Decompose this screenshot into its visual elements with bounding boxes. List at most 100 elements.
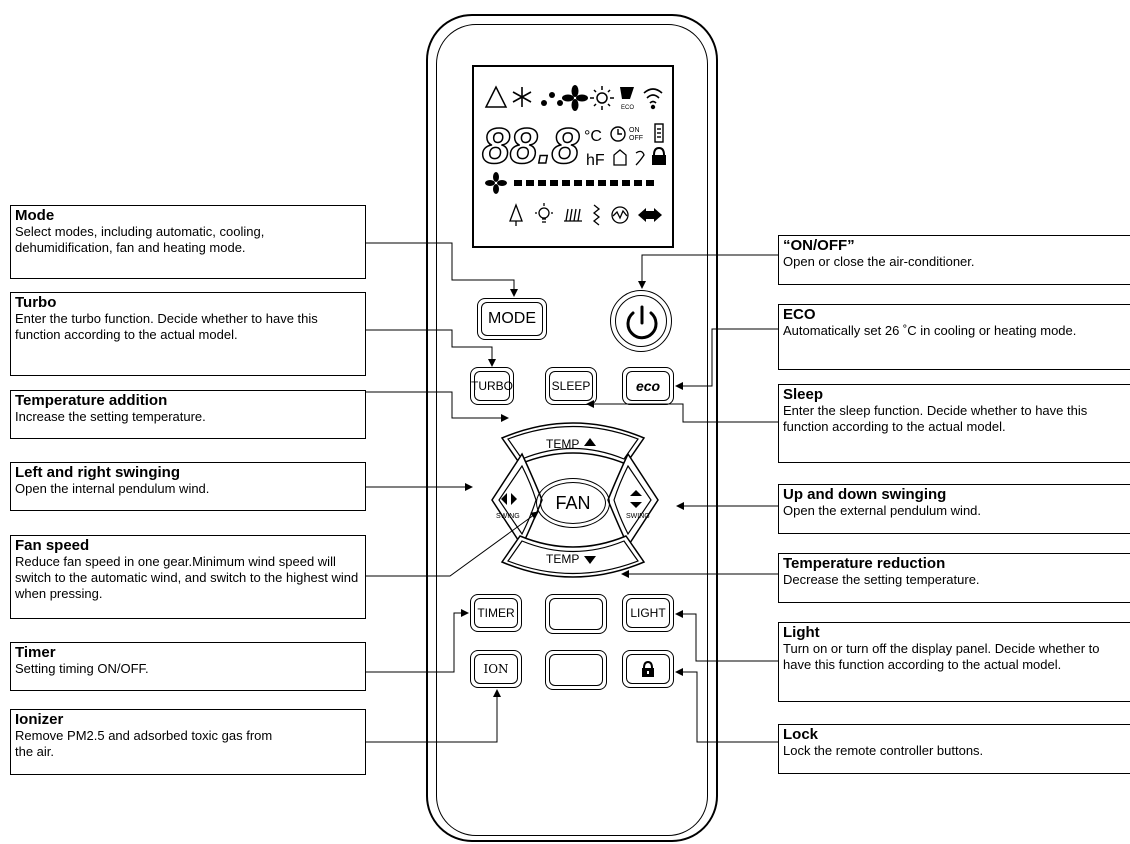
power-icon: [626, 305, 658, 340]
fan-speed-bars: [514, 180, 654, 186]
temp-up-button[interactable]: TEMP: [500, 422, 646, 465]
callout-title: Sleep: [783, 386, 824, 403]
sun-heat-icon: [590, 86, 614, 110]
temp-down-button[interactable]: TEMP: [500, 535, 646, 578]
callout-desc: Increase the setting temperature.: [15, 409, 206, 424]
mode-button-label: MODE: [481, 302, 543, 336]
dry-drops-icon: [541, 92, 563, 106]
battery-icon: [654, 123, 664, 143]
callout-mode: Mode Select modes, including automatic, …: [10, 205, 366, 279]
callout-desc: Open or close the air-conditioner.: [783, 254, 975, 269]
callout-title: ECO: [783, 306, 816, 323]
turbo-button-label: TURBO: [471, 371, 513, 401]
arrow-right-icon: [511, 493, 517, 505]
callout-title: Temperature addition: [15, 392, 168, 409]
lcd-icons: ECO 88.8 °C hF ON OFF: [481, 85, 666, 226]
home-temp-icon: [613, 149, 627, 166]
blank-button-1[interactable]: [545, 594, 607, 634]
lock-button[interactable]: [622, 650, 674, 688]
callout-desc: Decrease the setting temperature.: [783, 572, 980, 587]
ion-wave-icon: [592, 204, 601, 226]
callout-ionizer: Ionizer Remove PM2.5 and adsorbed toxic …: [10, 709, 366, 775]
temp-swing-cluster: TEMP SWING SWING TEMP: [491, 422, 659, 578]
heater-icon: [564, 208, 582, 222]
callout-sleep: Sleep Enter the sleep function. Decide w…: [778, 384, 1130, 463]
light-button[interactable]: LIGHT: [622, 594, 674, 632]
double-arrow-icon: [638, 208, 662, 222]
lcd-digits: 88.8: [482, 118, 580, 174]
tree-person-icon: [509, 203, 523, 226]
blank-button-2[interactable]: [545, 650, 607, 690]
callout-on-off: “ON/OFF” Open or close the air-condition…: [778, 235, 1130, 285]
eco-button[interactable]: eco: [622, 367, 674, 405]
callout-light: Light Turn on or turn off the display pa…: [778, 622, 1130, 702]
callout-desc: Setting timing ON/OFF.: [15, 661, 149, 676]
eco-leaf-icon: ECO: [620, 87, 634, 111]
callout-up-down-swing: Up and down swinging Open the external p…: [778, 484, 1130, 534]
lcd-lock-icon: [652, 146, 666, 165]
callout-title: Timer: [15, 644, 56, 661]
callout-title: Light: [783, 624, 820, 641]
triangle-down-icon: [584, 556, 596, 564]
callout-lock: Lock Lock the remote controller buttons.: [778, 724, 1130, 774]
hand-feel-icon: [635, 150, 645, 166]
callout-title: Up and down swinging: [783, 486, 947, 503]
ion-button[interactable]: ION: [470, 650, 522, 688]
callout-desc: Reduce fan speed in one gear.Minimum win…: [15, 554, 359, 601]
callout-turbo: Turbo Enter the turbo function. Decide w…: [10, 292, 366, 376]
callout-desc: Enter the sleep function. Decide whether…: [783, 403, 1088, 434]
swing-left-label: SWING: [496, 513, 520, 520]
sleep-button[interactable]: SLEEP: [545, 367, 597, 405]
lcd-on-text: ON: [629, 127, 640, 134]
callout-title: Fan speed: [15, 537, 90, 554]
arrow-down-icon: [630, 502, 642, 508]
callout-temperature-addition: Temperature addition Increase the settin…: [10, 390, 366, 439]
lock-icon: [642, 661, 654, 677]
fan-mode-icon: [562, 85, 588, 111]
health-wave-icon: [611, 206, 629, 224]
lcd-fan-icon: [485, 172, 507, 194]
lcd-unit-hf: hF: [586, 152, 605, 169]
remote-body-inner: [436, 24, 708, 836]
wifi-icon: [643, 88, 663, 110]
fan-button[interactable]: FAN: [536, 478, 610, 528]
callout-temperature-reduction: Temperature reduction Decrease the setti…: [778, 553, 1130, 603]
callout-left-right-swing: Left and right swinging Open the interna…: [10, 462, 366, 511]
callout-title: “ON/OFF”: [783, 237, 855, 254]
mode-button[interactable]: MODE: [477, 298, 547, 340]
snowflake-icon: [512, 87, 532, 107]
clock-icon: [610, 126, 626, 142]
callout-eco: ECO Automatically set 26 ˚C in cooling o…: [778, 304, 1130, 370]
callout-title: Ionizer: [15, 711, 64, 728]
callout-desc: Enter the turbo function. Decide whether…: [15, 311, 318, 342]
lcd-display: [472, 65, 674, 248]
remote-body: [426, 14, 718, 842]
eco-button-label: eco: [626, 371, 670, 401]
callout-fan-speed: Fan speed Reduce fan speed in one gear.M…: [10, 535, 366, 619]
callout-title: Temperature reduction: [783, 555, 946, 572]
callout-desc: Open the internal pendulum wind.: [15, 481, 210, 496]
callout-title: Left and right swinging: [15, 464, 180, 481]
temp-down-label: TEMP: [546, 552, 579, 566]
temp-up-label: TEMP: [546, 437, 579, 451]
fan-button-label: FAN: [555, 492, 591, 513]
auto-mode-icon: [484, 85, 508, 108]
power-button[interactable]: [610, 290, 672, 352]
triangle-up-icon: [584, 438, 596, 446]
callout-desc: Remove PM2.5 and adsorbed toxic gas from…: [15, 728, 273, 759]
arrow-up-icon: [630, 490, 642, 496]
callout-desc: Turn on or turn off the display panel. D…: [783, 641, 1100, 672]
lcd-off-text: OFF: [629, 135, 643, 142]
callout-desc: Select modes, including automatic, cooli…: [15, 224, 265, 255]
arrow-left-icon: [501, 493, 507, 505]
lcd-unit-c: °C: [584, 128, 602, 145]
callout-desc: Open the external pendulum wind.: [783, 503, 982, 518]
ion-button-label: ION: [474, 654, 518, 684]
timer-button-label: TIMER: [474, 598, 518, 628]
callout-desc: Lock the remote controller buttons.: [783, 743, 984, 758]
callout-title: Lock: [783, 726, 819, 743]
timer-button[interactable]: TIMER: [470, 594, 522, 632]
turbo-button[interactable]: TURBO: [470, 367, 514, 405]
